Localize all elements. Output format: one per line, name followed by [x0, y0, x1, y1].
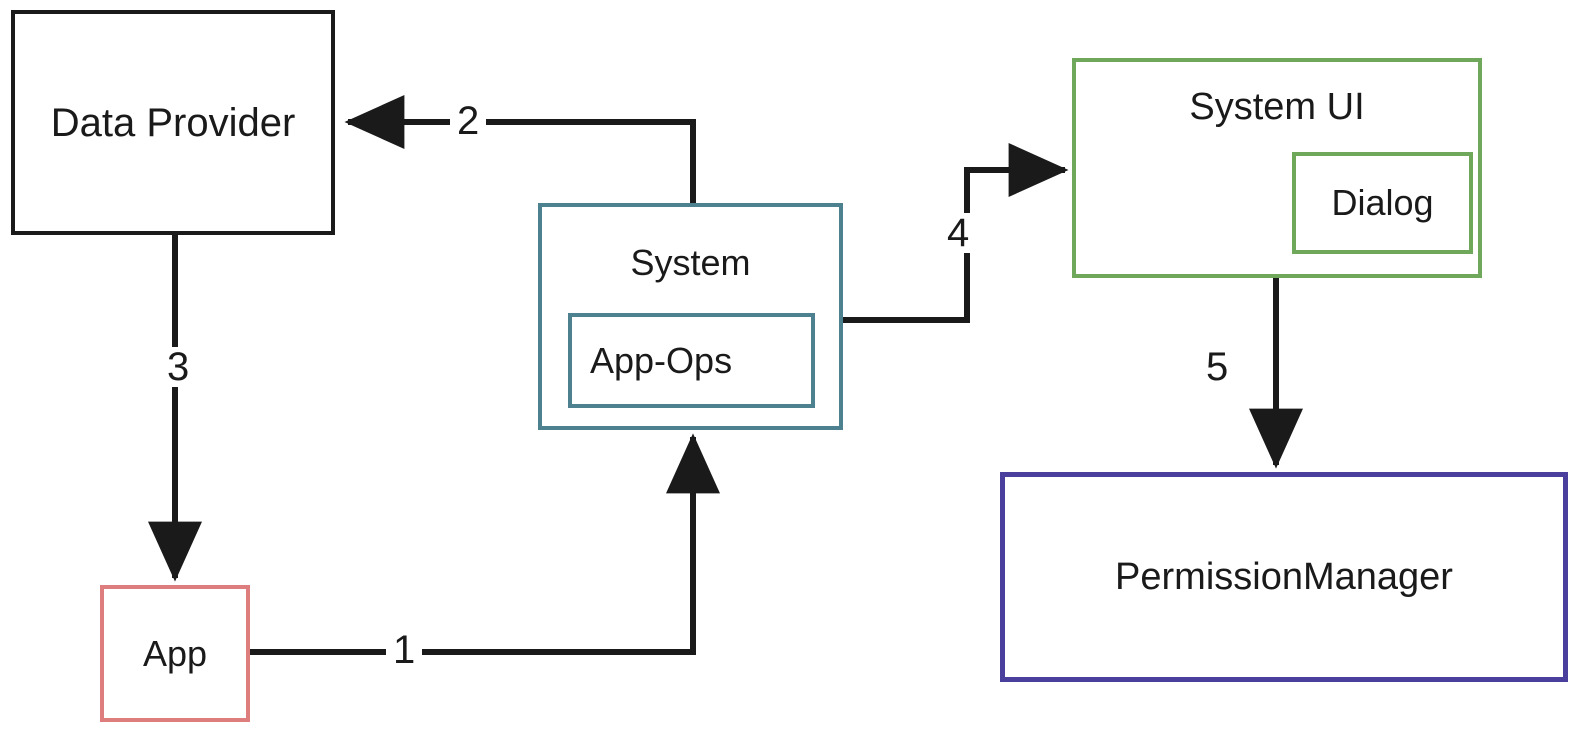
edge-label-3: 3 — [160, 347, 197, 387]
node-dialog-label: Dialog — [1331, 182, 1434, 223]
edge-label-5: 5 — [1199, 347, 1236, 387]
node-data-provider-label: Data Provider — [50, 100, 296, 145]
edge-label-1: 1 — [386, 630, 423, 670]
node-permission-manager-label: PermissionManager — [1115, 556, 1453, 598]
node-system-ui-label: System UI — [1189, 86, 1365, 128]
edge-1-app-to-system — [250, 433, 720, 655]
node-app-label: App — [142, 632, 208, 674]
node-app: App — [100, 585, 250, 722]
edge-2-system-to-data-provider — [344, 95, 696, 203]
node-app-ops-label: App-Ops — [590, 339, 733, 381]
edge-label-4: 4 — [940, 213, 977, 253]
node-permission-manager: PermissionManager — [1000, 472, 1568, 682]
node-app-ops: App-Ops — [568, 313, 815, 408]
edge-label-2: 2 — [450, 101, 487, 141]
node-data-provider: Data Provider — [11, 10, 335, 235]
node-system-label: System — [630, 242, 751, 283]
node-dialog: Dialog — [1292, 152, 1473, 254]
